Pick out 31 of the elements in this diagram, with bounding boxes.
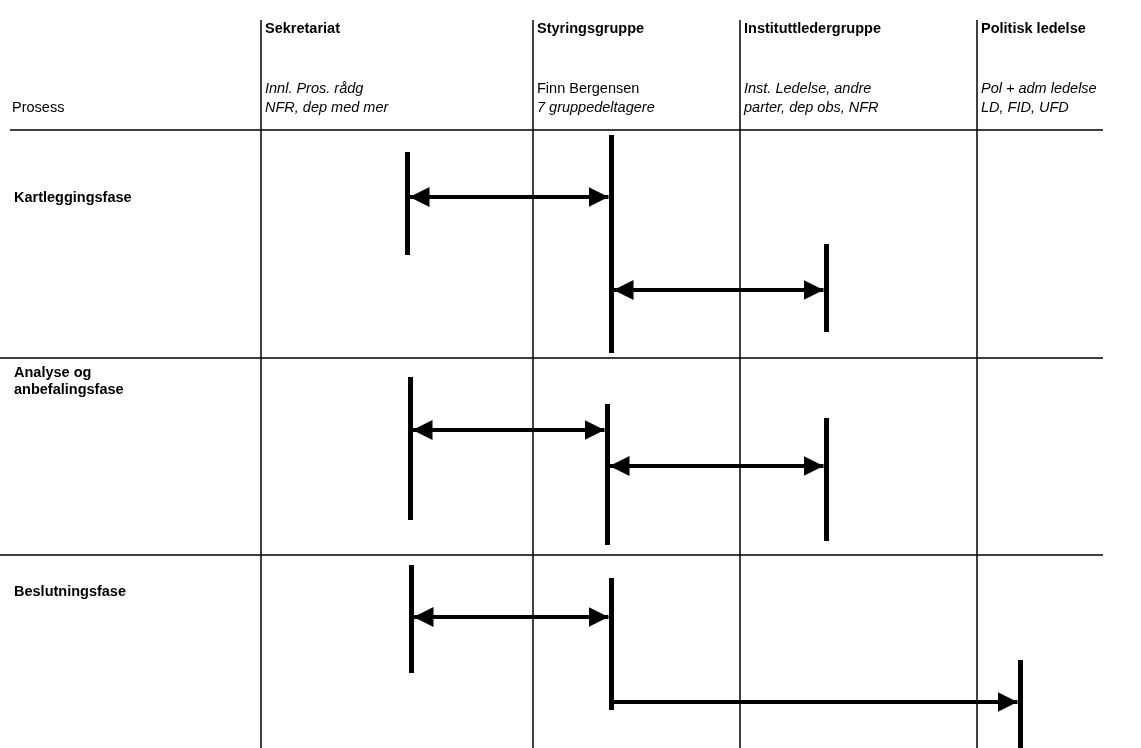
row-heading: Kartleggingsfase [14, 189, 132, 206]
column-heading: Prosess [12, 99, 65, 116]
vertical-bar [404, 152, 410, 255]
arrow [413, 607, 609, 627]
column-subtitle: Inst. Ledelse, andre [744, 80, 872, 97]
vertical-bar [407, 377, 413, 520]
column-subtitle: Pol + adm ledelse [981, 80, 1097, 97]
vertical-bar [604, 404, 610, 545]
arrow [613, 692, 1018, 712]
column-subtitle: 7 gruppedeltagere [537, 99, 655, 116]
vertical-bar [608, 578, 614, 710]
row-heading: Analyse og anbefalingsfase [14, 364, 125, 398]
column-subtitle: parter, dep obs, NFR [744, 99, 879, 116]
vertical-bar [1017, 660, 1023, 748]
arrow [412, 420, 605, 440]
column-heading: Politisk ledelse [981, 20, 1086, 37]
arrow [409, 187, 609, 207]
column-heading: Sekretariat [265, 20, 340, 37]
column-subtitle: Finn Bergensen [537, 80, 640, 97]
vertical-bar [408, 565, 414, 673]
vertical-bar [823, 244, 829, 332]
row-heading: Beslutningsfase [14, 583, 126, 600]
vertical-bar [608, 135, 614, 353]
column-subtitle: NFR, dep med mer [265, 99, 389, 116]
column-heading: Instituttledergruppe [744, 20, 881, 37]
column-subtitle: LD, FID, UFD [981, 99, 1069, 116]
vertical-bar [823, 418, 829, 541]
arrow [613, 280, 824, 300]
arrow [609, 456, 824, 476]
column-subtitle: Innl. Pros. rådg [265, 80, 364, 97]
column-heading: Styringsgruppe [537, 20, 645, 37]
